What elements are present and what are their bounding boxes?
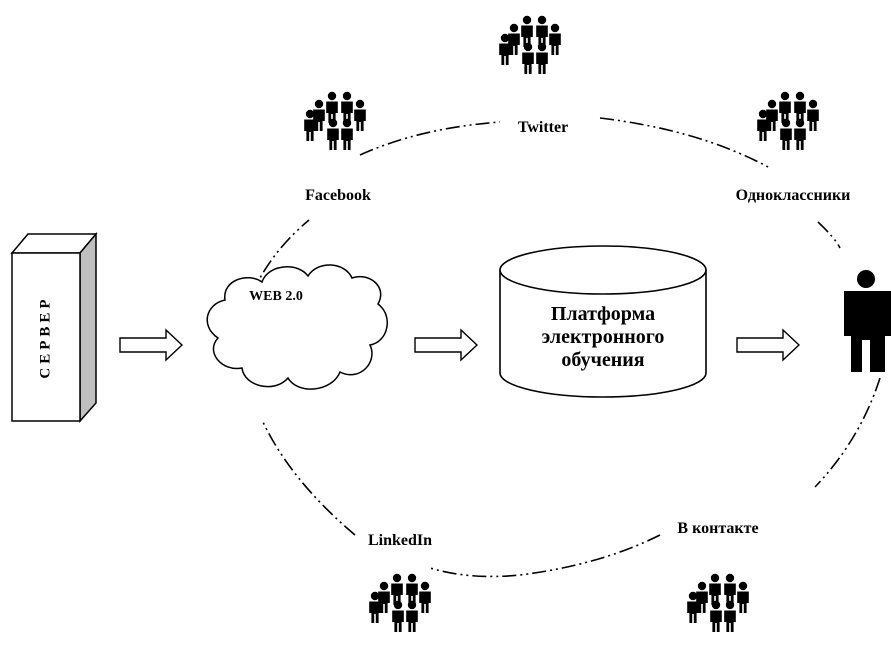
arrow-platform-to-user	[736, 328, 801, 362]
odnoklassniki-label: Одноклассники	[736, 187, 851, 204]
people-group-icon	[369, 574, 431, 632]
server: СЕРВЕР	[10, 231, 98, 423]
platform-line-2: электронного	[542, 326, 665, 348]
platform-line-3: обучения	[561, 349, 644, 371]
facebook-label: Facebook	[305, 187, 371, 204]
twitter-label: Twitter	[518, 119, 568, 136]
cloud-label: WEB 2.0	[249, 289, 303, 304]
vkontakte-label: В контакте	[677, 520, 758, 537]
people-group-icon	[499, 16, 561, 74]
arrow-server-to-cloud	[119, 328, 184, 362]
server-label: СЕРВЕР	[37, 295, 53, 378]
people-group-icon	[304, 92, 366, 150]
linkedin-label: LinkedIn	[368, 532, 432, 549]
web20-cloud: WEB 2.0	[206, 264, 388, 390]
platform-cylinder: Платформа электронного обучения	[499, 245, 707, 398]
platform-line-1: Платформа	[551, 303, 655, 325]
people-group-icon	[687, 574, 749, 632]
network-ring	[249, 117, 881, 578]
user-icon	[844, 270, 891, 372]
people-group-icon	[757, 92, 819, 150]
arrow-cloud-to-platform	[414, 328, 479, 362]
